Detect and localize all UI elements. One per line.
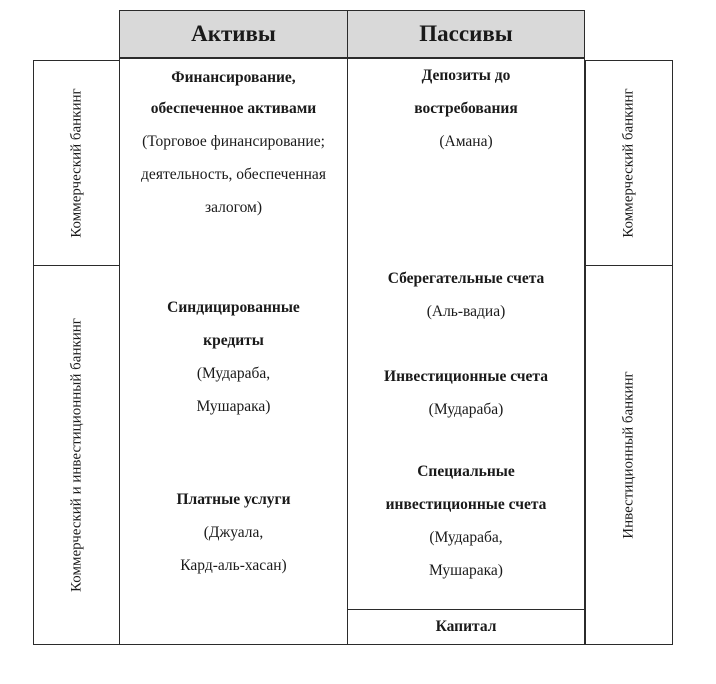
liability-title: Специальные [417, 463, 515, 480]
asset-title: Синдицированные [167, 299, 300, 316]
left-side-top-label: Коммерческий банкинг [68, 88, 85, 238]
left-side-commercial-investment-banking: Коммерческий и инвестиционный банкинг [33, 265, 121, 645]
asset-detail: (Торговое финансирование; [142, 133, 325, 150]
liability-item: Депозиты до востребования (Амана) [348, 59, 584, 158]
asset-item: Платные услуги (Джуала, Кард-аль-хасан) [120, 483, 347, 582]
liability-title: Инвестиционные счета [384, 368, 548, 385]
asset-detail: залогом) [204, 199, 263, 216]
right-side-bottom-label: Инвестиционный банкинг [620, 371, 637, 539]
asset-title: обеспеченное активами [150, 100, 317, 117]
right-side-commercial-banking: Коммерческий банкинг [585, 60, 673, 266]
liabilities-header: Пассивы [347, 10, 585, 58]
liability-item: Инвестиционные счета (Мудараба) [348, 360, 584, 426]
asset-item: Финансирование, обеспеченное активами (Т… [120, 61, 347, 224]
left-side-commercial-banking: Коммерческий банкинг [33, 60, 121, 266]
asset-detail: Кард-аль-хасан) [180, 557, 287, 574]
right-side-investment-banking: Инвестиционный банкинг [585, 265, 673, 645]
assets-column: Финансирование, обеспеченное активами (Т… [119, 58, 348, 645]
assets-header: Активы [119, 10, 348, 58]
liability-title: Сберегательные счета [387, 270, 545, 287]
left-side-bottom-label: Коммерческий и инвестиционный банкинг [68, 318, 85, 592]
asset-title: Платные услуги [176, 491, 291, 508]
asset-detail: Мушарака) [196, 398, 271, 415]
asset-detail: (Мудараба, [196, 365, 271, 382]
capital-box: Капитал [347, 609, 585, 645]
liability-detail: (Мудараба, [429, 529, 503, 546]
liability-detail: (Мудараба) [428, 401, 504, 418]
liability-item: Сберегательные счета (Аль-вадиа) [348, 262, 584, 328]
liability-item: Специальные инвестиционные счета (Мудара… [348, 455, 584, 587]
liabilities-column: Депозиты до востребования (Амана) Сберег… [347, 58, 585, 610]
asset-detail: деятельность, обеспеченная [141, 166, 326, 183]
asset-title: Финансирование, [171, 69, 296, 86]
asset-detail: (Джуала, [203, 524, 264, 541]
liability-detail: Мушарака) [429, 562, 503, 579]
liability-title: востребования [414, 100, 518, 117]
liability-detail: (Амана) [439, 133, 493, 150]
liability-title: Депозиты до [421, 67, 511, 84]
asset-title: кредиты [203, 332, 264, 349]
liability-detail: (Аль-вадиа) [426, 303, 506, 320]
right-side-top-label: Коммерческий банкинг [620, 88, 637, 238]
asset-item: Синдицированные кредиты (Мудараба, Мушар… [120, 291, 347, 423]
liability-title: инвестиционные счета [385, 496, 547, 513]
